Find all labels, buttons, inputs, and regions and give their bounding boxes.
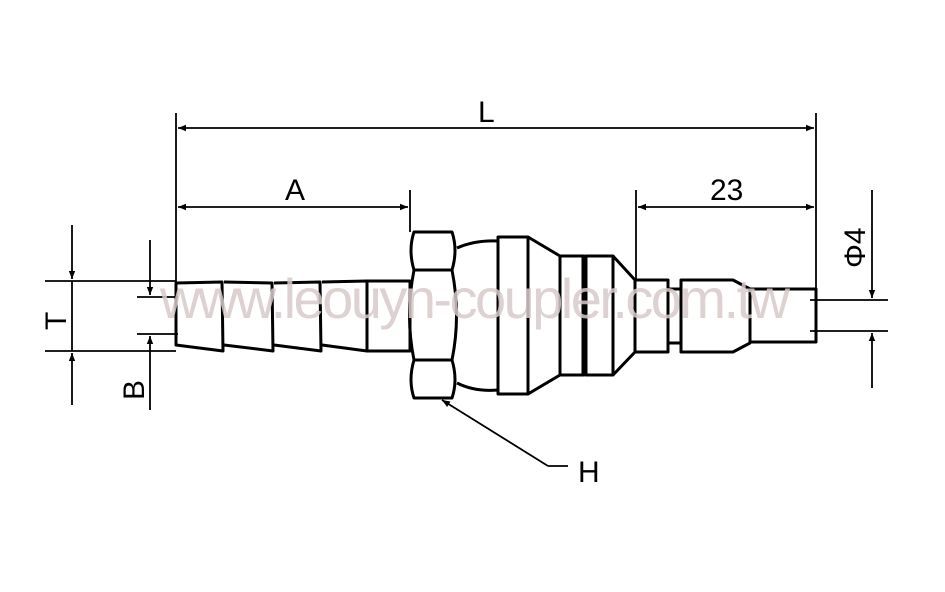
label-H: H (578, 456, 600, 489)
label-phi4: Φ4 (839, 227, 872, 268)
label-L: L (478, 96, 495, 129)
label-23: 23 (710, 174, 743, 207)
watermark: www.leouyn-coupler.com.tw (159, 267, 791, 330)
hex-nut (408, 230, 458, 400)
extension-lines (45, 113, 888, 352)
dimension-lines (68, 124, 876, 467)
label-B: B (118, 380, 151, 400)
label-T: T (40, 312, 73, 330)
label-A: A (285, 174, 305, 207)
coupler-body (456, 235, 818, 396)
